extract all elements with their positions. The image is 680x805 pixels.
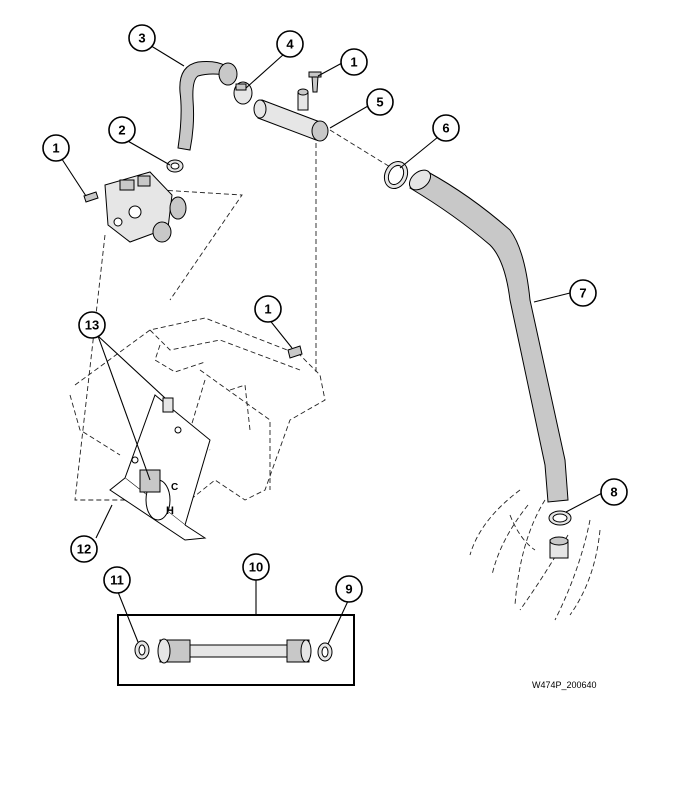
hose-clamp-part-4 bbox=[233, 81, 253, 105]
callout-11: 11 bbox=[103, 566, 131, 594]
callout-7-label: 7 bbox=[579, 286, 586, 301]
callout-3: 3 bbox=[128, 24, 156, 52]
drain-hose-part-7 bbox=[408, 169, 569, 503]
callout-5: 5 bbox=[366, 88, 394, 116]
drawing-code: W474P_200640 bbox=[532, 680, 597, 690]
cold-letter: C bbox=[171, 482, 178, 493]
callout-1-left-label: 1 bbox=[52, 141, 59, 156]
water-valve bbox=[104, 171, 187, 243]
fill-hose-kit-box bbox=[117, 614, 355, 686]
callout-1-mid-label: 1 bbox=[264, 302, 271, 317]
drain-fitting bbox=[549, 536, 569, 559]
callout-3-label: 3 bbox=[138, 31, 145, 46]
callout-2: 2 bbox=[108, 116, 136, 144]
callout-6-label: 6 bbox=[442, 121, 449, 136]
callout-7: 7 bbox=[569, 279, 597, 307]
hose-clamp-part-6 bbox=[383, 160, 409, 190]
callout-10-label: 10 bbox=[249, 560, 263, 575]
mounting-plate-part-12: H C bbox=[109, 394, 211, 541]
callout-4: 4 bbox=[276, 30, 304, 58]
callout-9: 9 bbox=[335, 575, 363, 603]
callout-8: 8 bbox=[600, 478, 628, 506]
clamp-part-2 bbox=[166, 159, 184, 173]
hot-letter: H bbox=[166, 505, 174, 517]
tee-fitting-part-5 bbox=[253, 88, 329, 142]
callout-8-label: 8 bbox=[610, 485, 617, 500]
callout-13: 13 bbox=[78, 311, 106, 339]
callout-1-top-label: 1 bbox=[350, 55, 357, 70]
callout-1-left: 1 bbox=[42, 134, 70, 162]
callout-6: 6 bbox=[432, 114, 460, 142]
callout-13-label: 13 bbox=[85, 318, 99, 333]
callout-1-top: 1 bbox=[340, 48, 368, 76]
callout-12-label: 12 bbox=[77, 542, 91, 557]
inlet-hose-part-3 bbox=[177, 61, 238, 151]
screw-part-1-valve bbox=[83, 191, 99, 203]
screw-part-1-cabinet bbox=[287, 345, 303, 359]
hose-clamp-part-8 bbox=[548, 510, 572, 526]
callout-5-label: 5 bbox=[376, 95, 383, 110]
callout-1-mid: 1 bbox=[254, 295, 282, 323]
leader-lines bbox=[55, 43, 605, 645]
callout-12: 12 bbox=[70, 535, 98, 563]
callout-4-label: 4 bbox=[286, 37, 294, 52]
callout-9-label: 9 bbox=[345, 582, 352, 597]
callout-10: 10 bbox=[242, 553, 270, 581]
callout-11-label: 11 bbox=[110, 573, 124, 588]
dashed-guides bbox=[69, 129, 601, 621]
callout-2-label: 2 bbox=[118, 123, 125, 138]
